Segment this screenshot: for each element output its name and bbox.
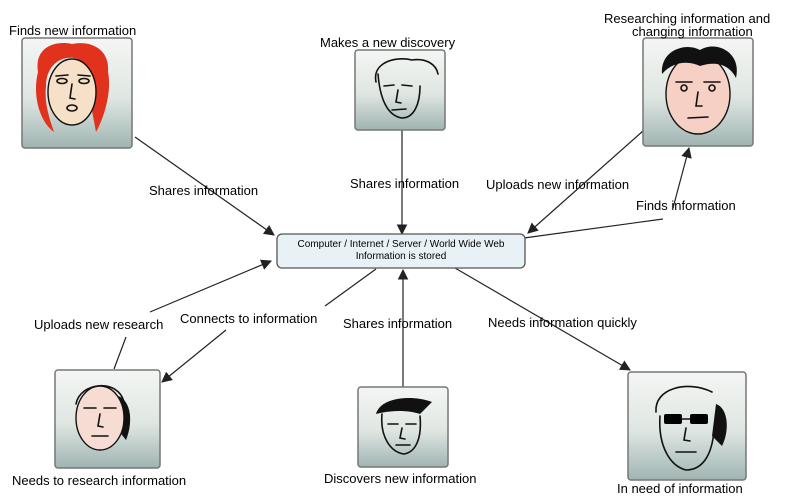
edge-label-e1: Shares information (149, 183, 259, 198)
sketch-face-icon (357, 386, 449, 468)
edge-label-e2: Shares information (350, 176, 460, 191)
edge-e5-a (113, 336, 127, 370)
pink-face-icon (642, 37, 754, 147)
edge-e4-b (672, 146, 692, 209)
edge-label-e7: Shares information (343, 316, 453, 331)
person-label-p2: Makes a new discovery (320, 35, 456, 50)
edge-label-e8: Needs information quickly (488, 315, 637, 330)
person-label-p6: In need of information (617, 481, 743, 496)
glasses-face-icon (627, 371, 747, 481)
person-label-p3-line2: changing information (632, 24, 753, 39)
center-node (276, 233, 526, 269)
person-label-p1: Finds new information (9, 23, 137, 38)
red-haired-face-icon (21, 37, 133, 149)
sketch-face-icon (54, 369, 161, 469)
edge-label-e4: Finds information (636, 198, 736, 213)
center-line-1: Computer / Internet / Server / World Wid… (297, 239, 505, 250)
person-label-p5: Discovers new information (324, 471, 477, 486)
person-label-p4: Needs to research information (12, 473, 187, 488)
sketch-face-icon (354, 49, 446, 131)
edge-e6-a (324, 268, 377, 307)
edge-e3 (527, 130, 644, 234)
edge-label-e3: Uploads new information (486, 177, 630, 192)
edge-label-e6: Connects to information (180, 311, 318, 326)
center-node-text: Computer / Internet / Server / World Wid… (277, 239, 525, 263)
edge-e8 (454, 267, 631, 371)
edge-e4-a (523, 218, 664, 239)
center-line-2: Information is stored (355, 251, 447, 262)
edge-label-e5: Uploads new research (34, 317, 164, 332)
edge-e1 (134, 136, 275, 236)
edge-e6-b (161, 329, 227, 383)
person-label-p3-line1: Researching information and (604, 11, 771, 26)
edge-e5-b (149, 259, 272, 313)
